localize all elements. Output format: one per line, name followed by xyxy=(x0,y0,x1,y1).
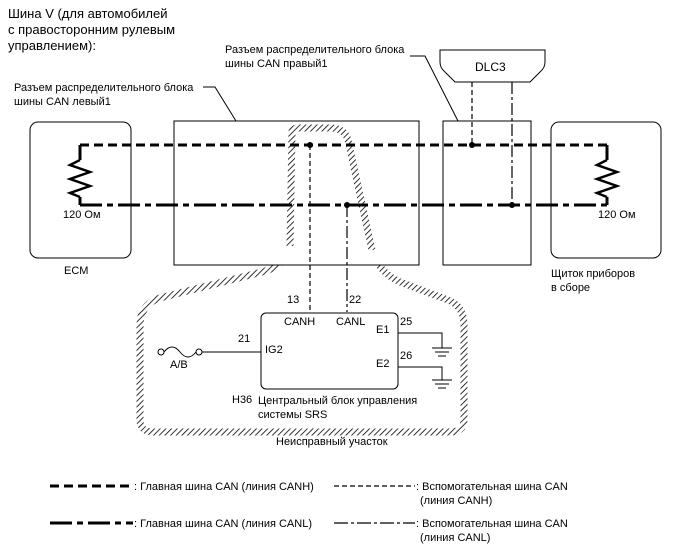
title-line-2: с правосторонним рулевым xyxy=(8,22,175,37)
srs-name-2: системы SRS xyxy=(258,409,327,421)
fuse-label: A/B xyxy=(170,359,188,371)
pin-canh-number: 13 xyxy=(287,294,299,306)
pin-ig2-number: 21 xyxy=(238,333,250,345)
ground-icon xyxy=(432,379,452,389)
junction-left-label-2: шины CAN левый1 xyxy=(14,96,111,108)
pin-e2-number: 26 xyxy=(400,350,412,362)
fuse-icon xyxy=(163,346,197,358)
ground-icon xyxy=(432,347,452,357)
dlc3-canh-junction xyxy=(469,142,475,148)
resistor-left xyxy=(66,158,94,199)
faulty-area-band xyxy=(286,124,376,251)
dlc3-canl-junction xyxy=(509,202,515,208)
connector-code: H36 xyxy=(232,394,252,406)
pin-e2-label: E2 xyxy=(376,358,389,370)
dlc3-connector xyxy=(439,49,546,83)
srs-ecu-box xyxy=(260,312,399,390)
leader-junction-left xyxy=(203,86,237,122)
title-line-3: управлением): xyxy=(8,38,96,53)
res-right-value: 120 Ом xyxy=(598,209,636,221)
pin-e1-label: E1 xyxy=(376,324,389,336)
pin-e1-number: 25 xyxy=(400,316,412,328)
meter-label-1: Щиток приборов xyxy=(551,268,635,280)
res-left-value: 120 Ом xyxy=(63,209,101,221)
legend-sub-canh-text-1: : Вспомогательная шина CAN xyxy=(416,481,568,493)
e2-wire xyxy=(398,366,443,380)
legend-main-canh-text: : Главная шина CAN (линия CANH) xyxy=(134,481,314,493)
ecm-label: ECM xyxy=(64,265,88,277)
legend-sub-canl-text-1: : Вспомогательная шина CAN xyxy=(416,518,568,530)
pin-canl-label: CANL xyxy=(336,316,365,328)
srs-canh-junction xyxy=(307,142,313,148)
junction-right-label-1: Разъем распределительного блока xyxy=(225,44,405,56)
junction-left-label-1: Разъем распределительного блока xyxy=(14,82,194,94)
dlc3-label: DLC3 xyxy=(475,60,506,74)
srs-name-1: Центральный блок управления xyxy=(258,395,417,407)
legend-sub-canl-text-2: (линия CANL) xyxy=(420,532,490,544)
meter-label-2: в сборе xyxy=(551,282,590,294)
e1-wire xyxy=(398,332,443,348)
junction-right-label-2: шины CAN правый1 xyxy=(225,58,328,70)
faulty-area-label: Неисправный участок xyxy=(276,436,388,448)
pin-canl-number: 22 xyxy=(349,294,361,306)
title-line-1: Шина V (для автомобилей xyxy=(8,6,167,21)
junction-left-box xyxy=(173,120,420,266)
junction-right-box xyxy=(442,120,532,266)
legend-main-canl-text: : Главная шина CAN (линия CANL) xyxy=(134,518,312,530)
pin-canh-label: CANH xyxy=(284,316,315,328)
legend-sub-canh-text-2: (линия CANH) xyxy=(420,495,492,507)
leader-junction-right xyxy=(410,55,459,122)
fuse-terminal-right xyxy=(195,348,203,356)
pin-ig2-label: IG2 xyxy=(265,344,283,356)
srs-canl-junction xyxy=(344,202,350,208)
resistor-right xyxy=(593,158,621,199)
fuse-terminal-left xyxy=(157,348,165,356)
